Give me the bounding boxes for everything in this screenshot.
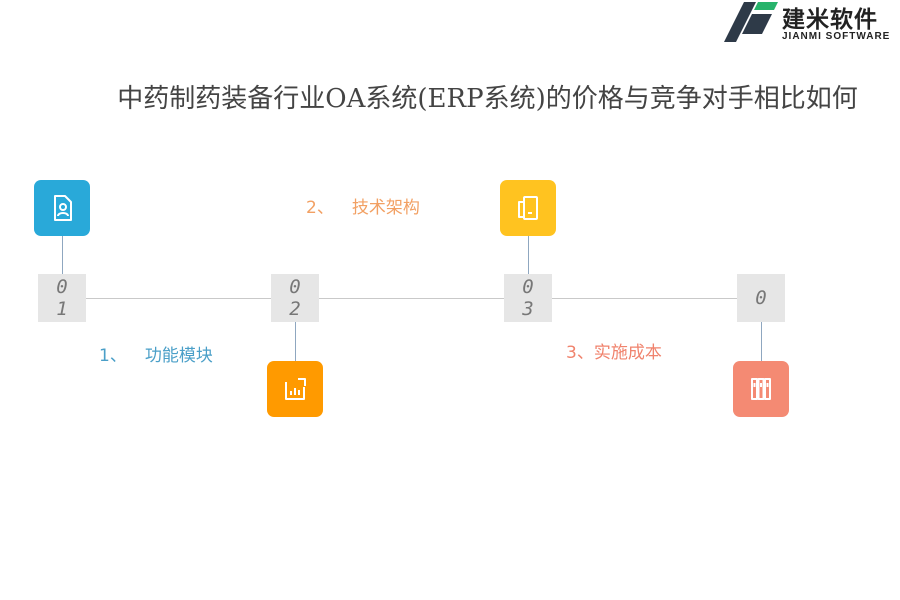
step-2-label-num: 2、 [306, 198, 334, 218]
step-2-label: 2、技术架构 [306, 193, 420, 218]
step-number-1: 0 1 [38, 274, 86, 322]
step-1-label: 1、功能模块 [99, 341, 213, 366]
step-3-icon-tile [500, 180, 556, 236]
brand-subtitle: JIANMI SOFTWARE [782, 31, 891, 42]
step-4-connector [761, 322, 762, 362]
step-1-digit-2: 1 [56, 298, 68, 320]
step-3-label-text: 实施成本 [593, 343, 662, 363]
timeline-axis [62, 298, 762, 299]
step-1-label-text: 功能模块 [144, 346, 213, 366]
step-2-icon-tile [267, 361, 323, 417]
bar-chart-icon [285, 378, 306, 400]
book-icon [751, 378, 771, 400]
step-3-connector [528, 236, 529, 274]
brand-name: 建米软件 [782, 7, 878, 33]
step-4-icon-tile [733, 361, 789, 417]
user-document-icon [54, 195, 72, 221]
step-2-digit-1: 0 [289, 276, 301, 298]
step-number-2: 0 2 [271, 274, 319, 322]
step-number-3: 0 3 [504, 274, 552, 322]
step-1-connector [62, 236, 63, 274]
step-1-label-num: 1、 [99, 346, 127, 366]
step-1-icon-tile [34, 180, 90, 236]
jianmi-logo-icon [724, 2, 778, 42]
step-3-label-num: 3、 [566, 343, 594, 363]
step-4-digit-1: 0 [755, 287, 767, 309]
step-1-digit-1: 0 [56, 276, 68, 298]
page-title: 中药制药装备行业OA系统(ERP系统)的价格与竞争对手相比如何 [117, 84, 858, 114]
step-3-digit-1: 0 [522, 276, 534, 298]
step-2-connector [295, 322, 296, 362]
step-2-digit-2: 2 [289, 298, 301, 320]
brand-logo: 建米软件 JIANMI SOFTWARE [722, 0, 900, 48]
tablet-icon [518, 196, 538, 220]
step-3-label: 3、实施成本 [566, 338, 662, 363]
step-number-4: 0 [737, 274, 785, 322]
step-2-label-text: 技术架构 [351, 198, 420, 218]
step-3-digit-2: 3 [522, 298, 534, 320]
